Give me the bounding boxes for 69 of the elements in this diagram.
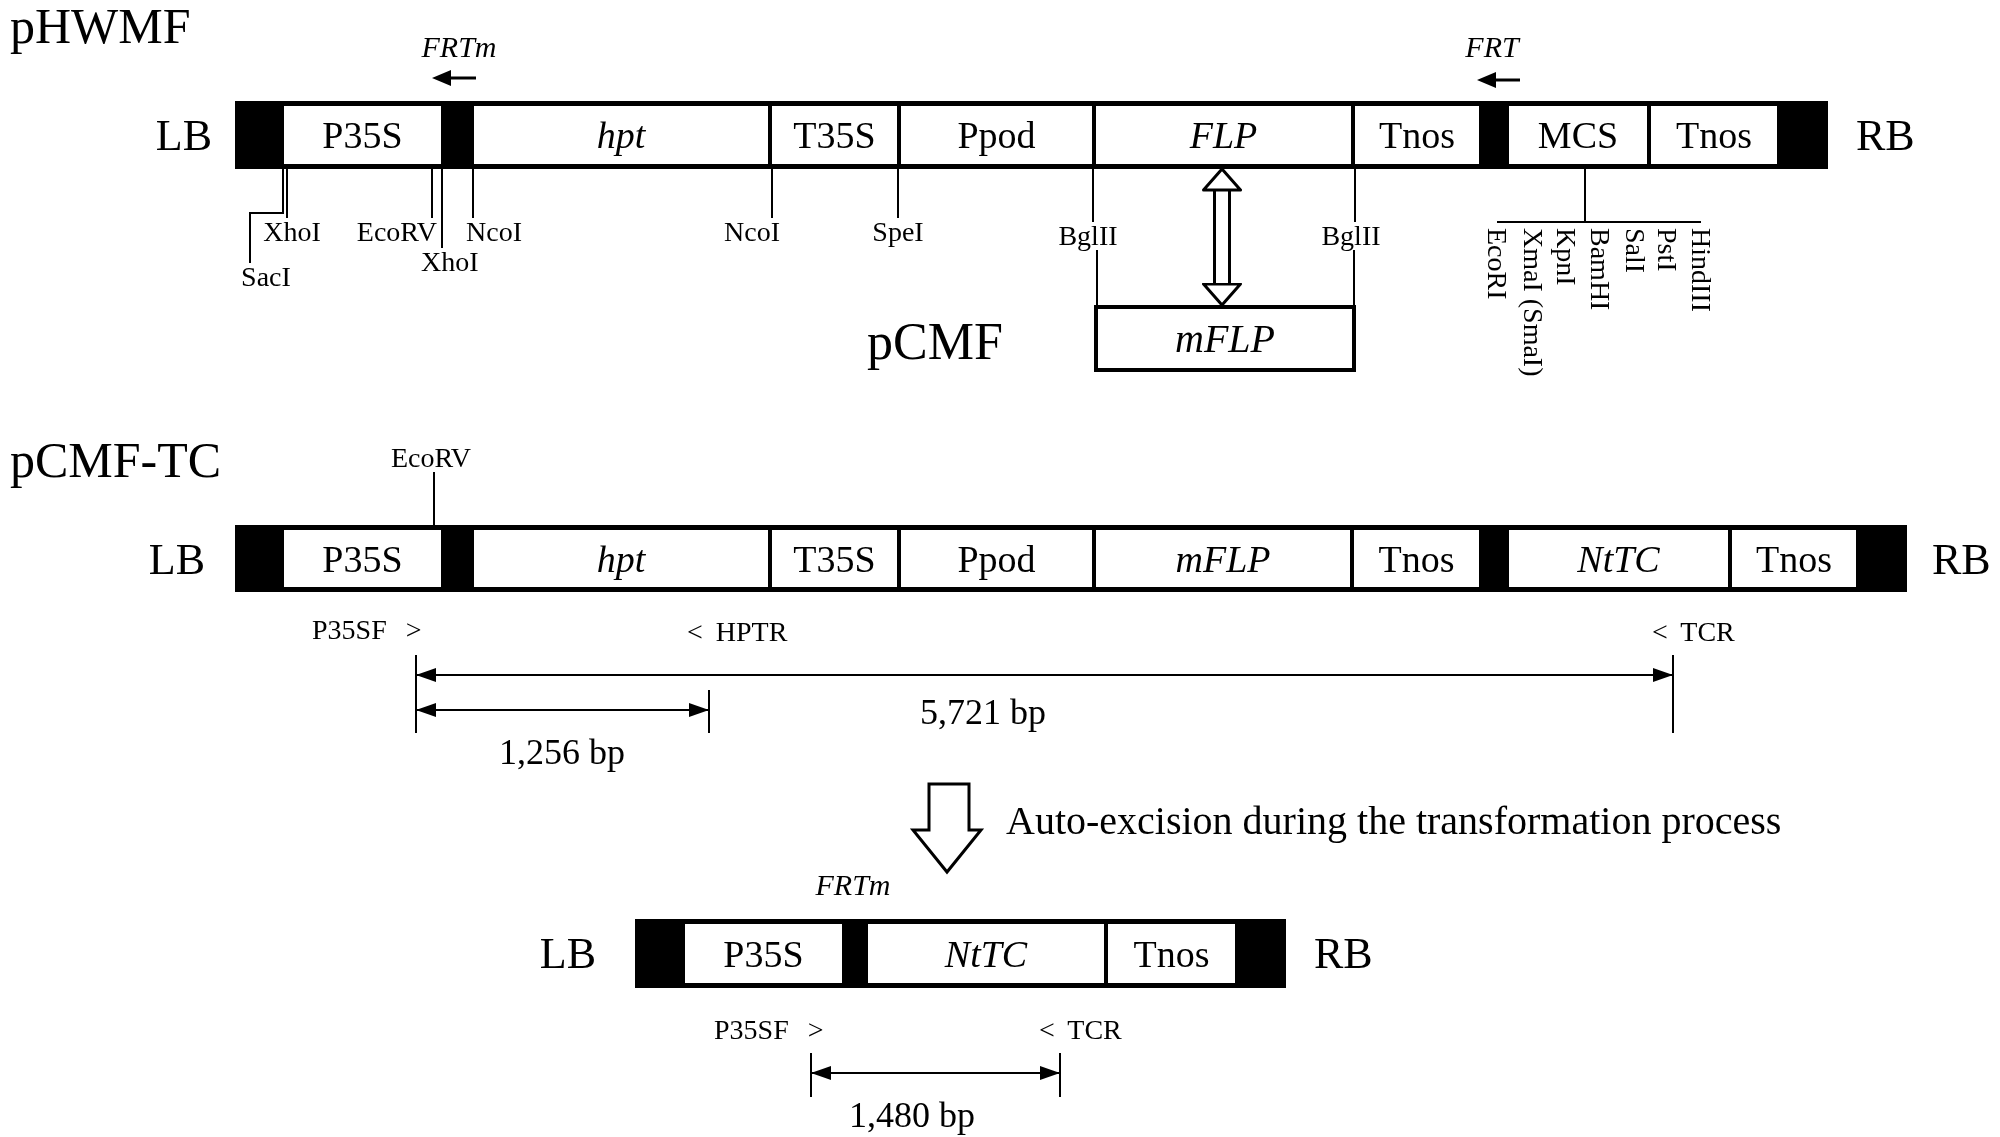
leader-line [433,471,435,526]
primer-label: P35SF > [714,1016,824,1044]
border-label: RB [1856,114,1915,158]
restriction-site-label: XhoI [421,248,479,276]
length-label: 1,256 bp [499,734,625,770]
site-label: FRT [1465,32,1519,62]
border-label: RB [1932,538,1991,582]
leader-line [1353,249,1355,306]
leader-line [1354,168,1356,223]
border-label: LB [148,538,205,582]
restriction-site-label: BglII [1058,222,1118,250]
construct-segment: T35S [770,525,899,592]
construct-segment: NtTC [1507,525,1730,592]
restriction-site-label: EcoRV [356,218,437,246]
construct-segment: mFLP [1094,525,1352,592]
restriction-site-label: EcoRV [390,444,472,472]
construct-segment: Tnos [1730,525,1858,592]
leader-line [897,168,899,219]
construct-segment: T35S [770,101,899,169]
primer-label: < HPTR [687,618,788,646]
restriction-site-label: BglII [1321,222,1381,250]
leader-line [1096,249,1098,306]
border-label: RB [1314,932,1373,976]
restriction-site-label: HindIII [1687,228,1715,312]
length-label: 5,721 bp [920,694,1046,730]
leader-line [249,168,284,264]
restriction-site-label: NcoI [724,218,780,246]
primer-label: < TCR [1039,1016,1122,1044]
construct-segment: Tnos [1353,101,1481,169]
construct-segment: Tnos [1352,525,1481,592]
restriction-site-label: SacI [241,263,291,291]
construct-segment: P35S [282,101,443,169]
restriction-site-label: SpeI [872,218,924,246]
border-label: LB [155,114,212,158]
construct-segment: Tnos [1106,919,1237,988]
construct-segment: hpt [472,525,770,592]
primer-label: P35SF > [312,616,422,644]
restriction-site-label: SalI [1621,228,1649,274]
site-label: FRTm [815,870,891,900]
leader-line [472,168,474,219]
process-note: Auto-excision during the transformation process [1006,801,1782,841]
restriction-site-label: BamHI [1586,228,1614,311]
restriction-site-label: PstI [1653,228,1681,272]
construct-segment: Tnos [1649,101,1779,169]
leader-line [286,168,288,219]
restriction-site-label: KpnI [1552,228,1580,286]
construct-segment: hpt [472,101,770,169]
restriction-site-label: EcoRI [1483,228,1511,300]
primer-label: < TCR [1652,618,1735,646]
leader-line [431,168,433,219]
border-label: LB [539,932,596,976]
construct-segment: NtTC [866,919,1106,988]
leader-line [1092,168,1094,223]
leader-line [441,168,443,249]
construct-segment: P35S [282,525,443,592]
double-arrow [1202,167,1242,307]
construct-segment: Ppod [899,101,1094,169]
plasmid-name: pCMF [867,316,1003,368]
insert-box: mFLP [1094,305,1356,372]
construct-segment: Ppod [899,525,1094,592]
construct-segment: FLP [1094,101,1353,169]
restriction-site-label: XhoI [263,218,321,246]
restriction-site-label: XmaI (SmaI) [1519,228,1547,377]
leader-line [771,168,773,219]
construct-segment: P35S [683,919,844,988]
length-label: 1,480 bp [849,1097,975,1133]
site-label: FRTm [421,32,497,62]
restriction-site-label: NcoI [466,218,522,246]
construct-segment: MCS [1507,101,1649,169]
